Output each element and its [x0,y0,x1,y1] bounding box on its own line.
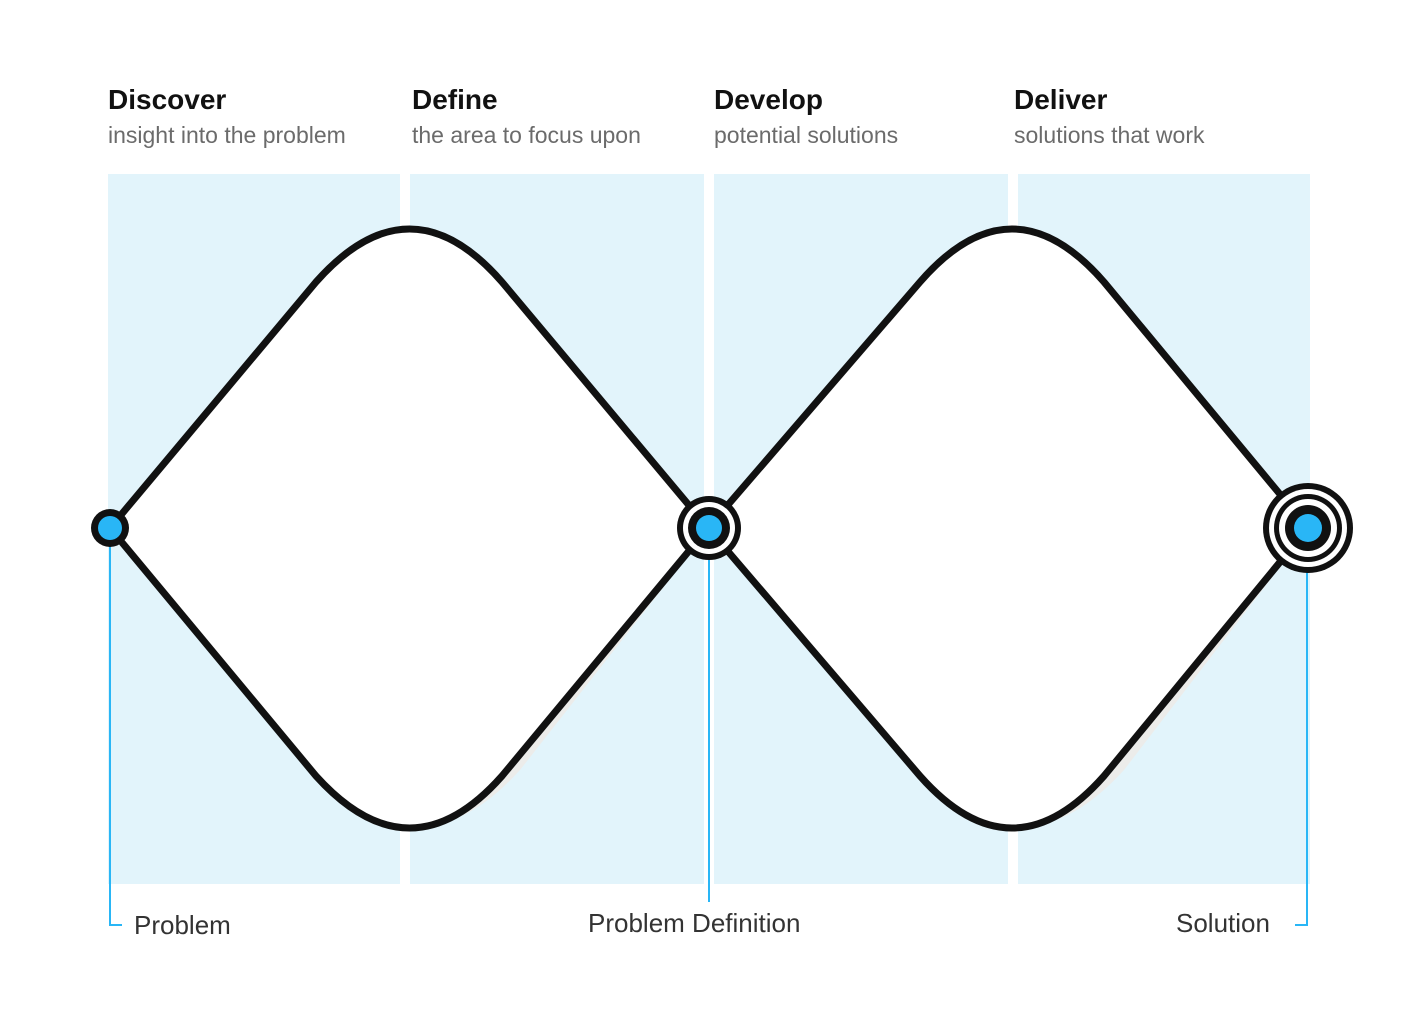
problem-label: Problem [134,910,231,940]
solution-guide-line [1295,570,1308,926]
phase-title: Deliver [1014,84,1108,115]
problem-guide-line [109,545,122,926]
phase-header-develop: Develop potential solutions [714,82,898,152]
phase-title: Develop [714,84,823,115]
problem-definition-node-icon [677,496,741,560]
phase-header-deliver: Deliver solutions that work [1014,82,1204,152]
phase-title: Define [412,84,498,115]
solution-label: Solution [1176,908,1270,938]
problem-node-icon [91,509,129,547]
phase-subtitle: the area to focus upon [412,122,641,148]
solution-target-icon [1263,483,1353,573]
problem-definition-label: Problem Definition [588,908,801,938]
phase-title: Discover [108,84,227,115]
phase-header-discover: Discover insight into the problem [108,82,346,152]
phase-header-define: Define the area to focus upon [412,82,641,152]
phase-subtitle: insight into the problem [108,122,346,148]
phase-subtitle: solutions that work [1014,122,1205,148]
phase-subtitle: potential solutions [714,122,899,148]
